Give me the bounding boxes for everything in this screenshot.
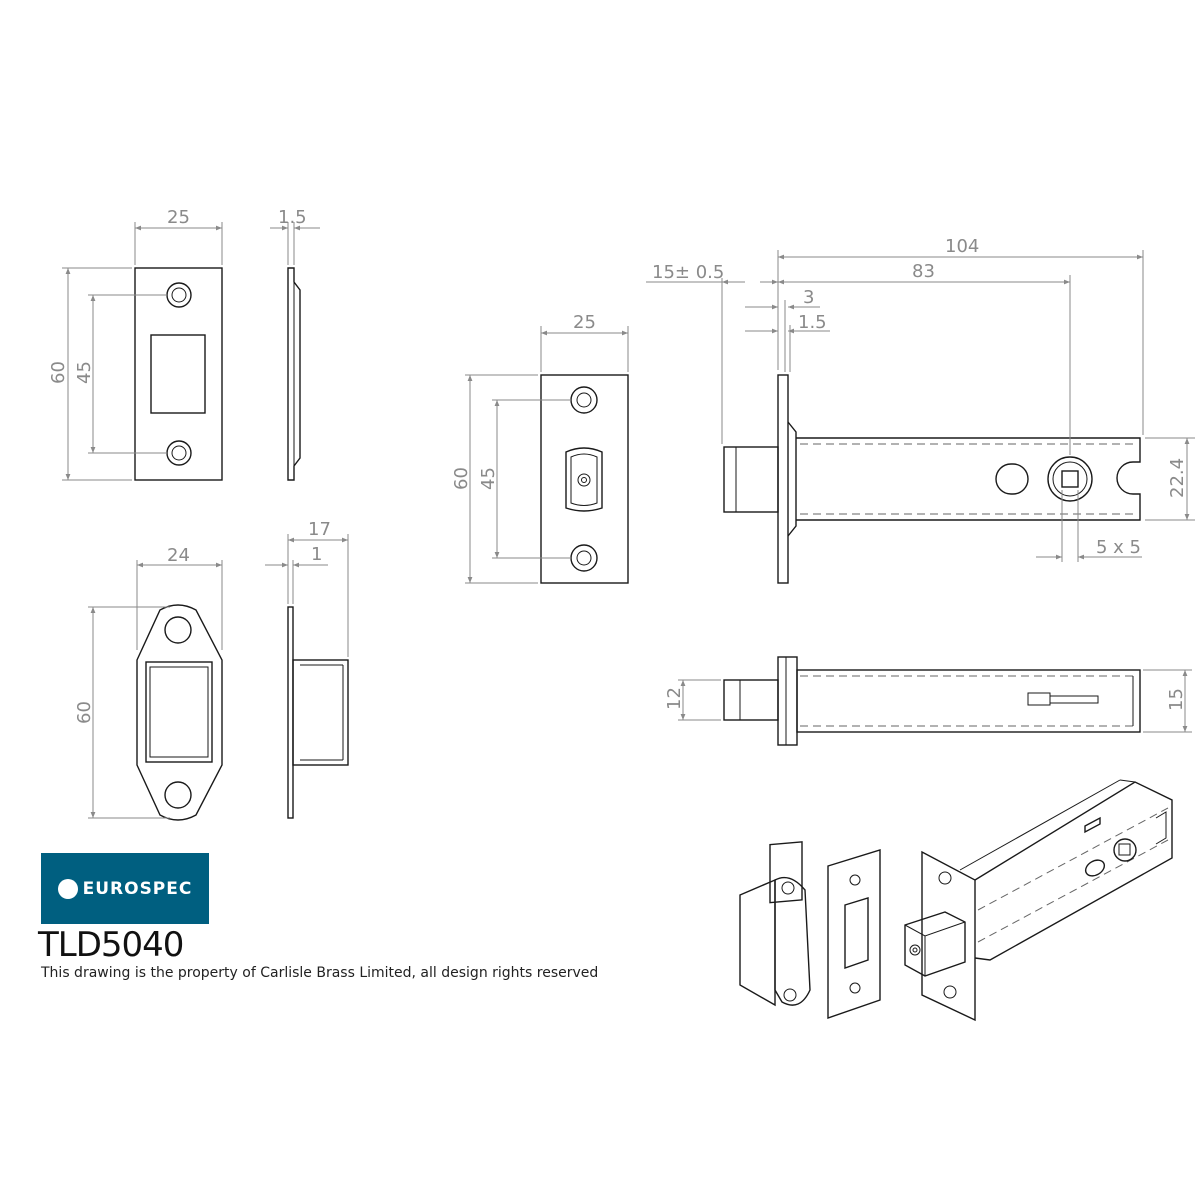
dim-case-width: 15 (1166, 688, 1187, 711)
dim-forend-width: 25 (573, 312, 596, 333)
brand-name: EUROSPEC (82, 878, 193, 899)
keep-side-view: 17 1 (265, 519, 349, 819)
eurospec-logo: ★ EUROSPEC (41, 853, 209, 924)
dim-forend-height: 60 (451, 467, 472, 490)
strike-plate-front-view: 25 60 45 (48, 207, 223, 481)
dim-forend-offset: 3 (803, 287, 814, 308)
dim-keep-width: 24 (167, 545, 190, 566)
dim-overall-length: 104 (945, 236, 979, 257)
keep-front-view: 24 60 (74, 545, 223, 821)
dim-keep-depth: 17 (308, 519, 331, 540)
dim-keep-height: 60 (74, 701, 95, 724)
dim-forend-thickness: 1.5 (798, 312, 827, 333)
dim-strike-height: 60 (48, 361, 69, 384)
dim-spindle: 5 x 5 (1096, 537, 1141, 558)
dim-strike-thickness: 1.5 (278, 207, 307, 228)
dim-bolt-height: 12 (664, 687, 685, 710)
star-circle-icon: ★ (57, 878, 78, 899)
dim-strike-width: 25 (167, 207, 190, 228)
product-code: TLD5040 (38, 925, 184, 965)
dim-forend-hole-pitch: 45 (478, 467, 499, 490)
dim-case-height: 22.4 (1167, 458, 1188, 498)
copyright-note: This drawing is the property of Carlisle… (41, 965, 599, 981)
dim-bolt-projection: 15± 0.5 (652, 262, 724, 283)
forend-front-view: 25 60 45 (451, 312, 629, 584)
dim-backset: 83 (912, 261, 935, 282)
latch-top-view: 12 15 (664, 656, 1192, 746)
isometric-view (739, 779, 1173, 1022)
dim-keep-thickness: 1 (311, 544, 322, 565)
strike-plate-side-view: 1.5 (270, 207, 320, 481)
dim-strike-hole-pitch: 45 (74, 361, 95, 384)
latch-side-view: 104 83 15± 0.5 3 1.5 22.4 5 x 5 (646, 236, 1195, 584)
